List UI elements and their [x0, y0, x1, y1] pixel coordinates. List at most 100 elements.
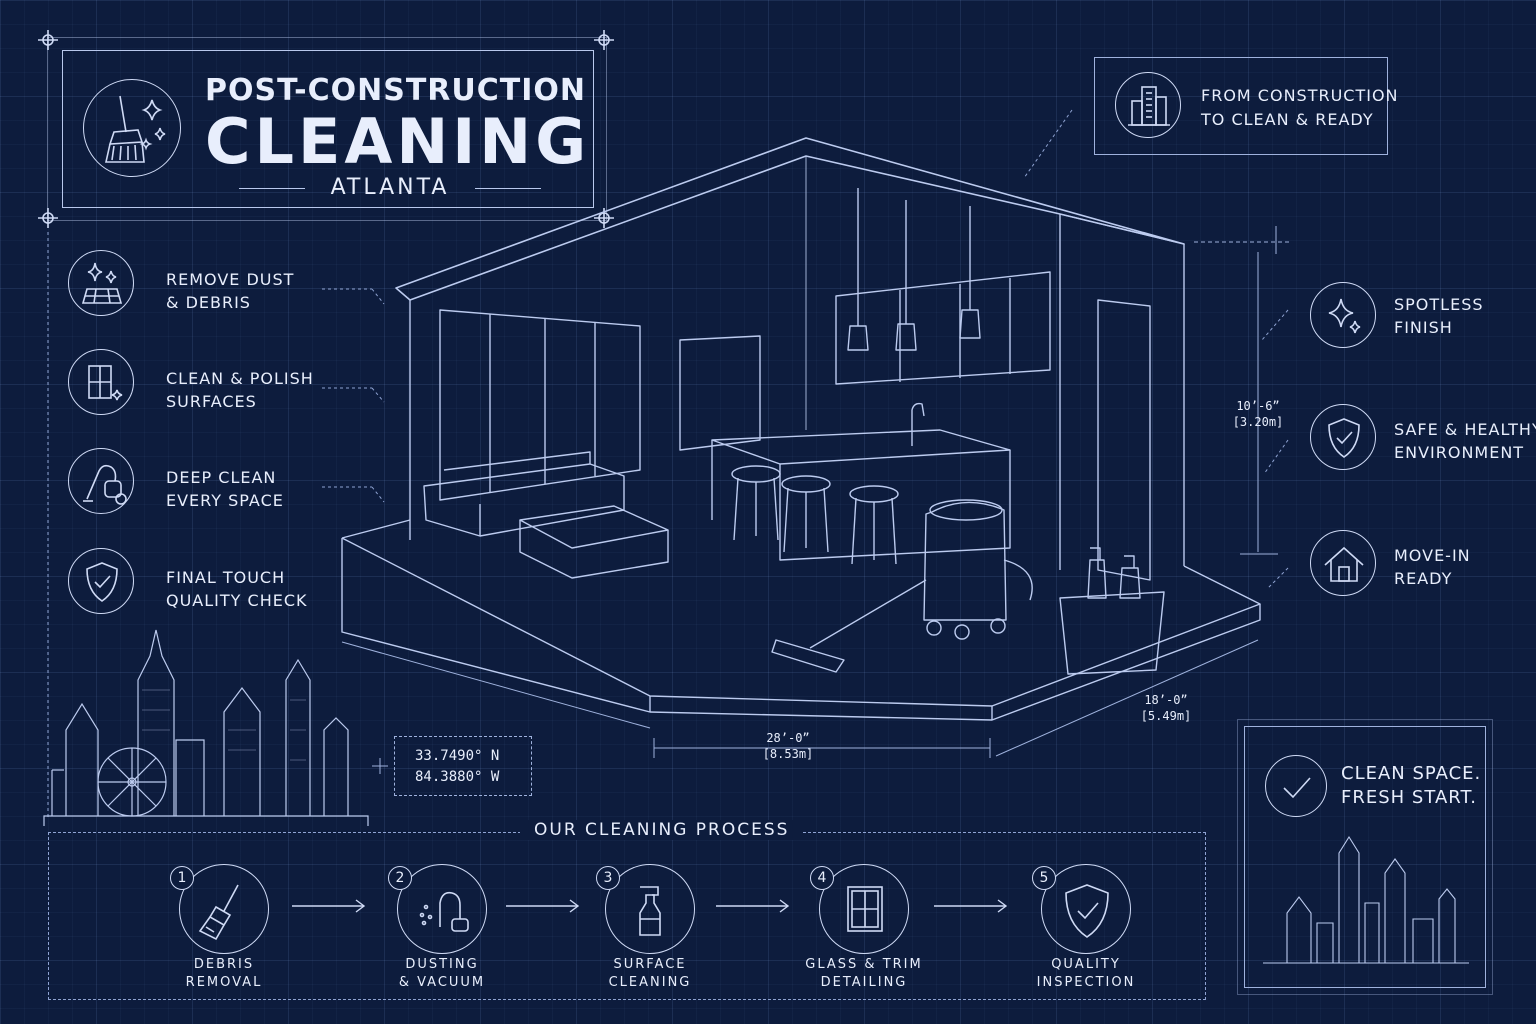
feature-line1: REMOVE DUST — [166, 270, 295, 289]
sparkle-icon — [1328, 298, 1361, 334]
right-frame-lines — [1023, 109, 1289, 589]
step-icon-circle — [179, 864, 269, 954]
building-icon — [1128, 86, 1170, 126]
process-step-2: 2 DUSTING & VACUUM — [352, 864, 532, 994]
fresh-line1: CLEAN SPACE. — [1341, 763, 1482, 784]
building-badge — [1115, 72, 1181, 138]
feature-icon-circle — [1310, 530, 1376, 596]
shield-check-icon — [86, 562, 118, 602]
step-label-line2: DETAILING — [820, 975, 908, 990]
feature-line2: FINISH — [1394, 318, 1453, 337]
width-m: [8.53m] — [762, 747, 814, 761]
step-number: 1 — [170, 866, 194, 890]
feature-line2: QUALITY CHECK — [166, 591, 308, 610]
feature-line1: SPOTLESS — [1394, 295, 1484, 314]
vacuum-icon — [83, 464, 127, 505]
width-ft: 28’-0” — [766, 731, 810, 745]
feature-icon-circle — [68, 349, 134, 415]
window-polish-icon — [88, 365, 123, 401]
feature-text: SAFE & HEALTHY ENVIRONMENT — [1394, 418, 1536, 464]
process-step-4: 4 GLASS & TRIM DETAILING — [774, 864, 954, 994]
step-icon-circle — [605, 864, 695, 954]
height-dimension: 10’-6” [3.20m] — [1220, 398, 1296, 430]
left-frame-lines — [47, 232, 385, 820]
feature-text: DEEP CLEAN EVERY SPACE — [166, 466, 284, 512]
vacuum-icon — [419, 891, 469, 932]
sparkle-tiles-icon — [81, 262, 123, 304]
feature-line1: FINAL TOUCH — [166, 568, 286, 587]
height-ft: 10’-6” — [1236, 399, 1280, 413]
step-label: DUSTING & VACUUM — [352, 956, 532, 992]
feature-safe-healthy: SAFE & HEALTHY ENVIRONMENT — [1310, 404, 1536, 484]
depth-m: [5.49m] — [1140, 709, 1192, 723]
feature-move-in: MOVE-IN READY — [1310, 530, 1536, 610]
step-icon-circle — [1041, 864, 1131, 954]
shield-check-icon — [1065, 884, 1109, 938]
feature-text: FINAL TOUCH QUALITY CHECK — [166, 566, 308, 612]
step-number: 2 — [388, 866, 412, 890]
broom-icon — [198, 884, 239, 941]
process-step-5: 5 QUALITY INSPECTION — [996, 864, 1176, 994]
tagline-line2: TO CLEAN & READY — [1201, 110, 1374, 129]
feature-text: MOVE-IN READY — [1394, 544, 1471, 590]
feature-icon-circle — [1310, 282, 1376, 348]
feature-icon-circle — [68, 448, 134, 514]
feature-text: CLEAN & POLISH SURFACES — [166, 367, 314, 413]
feature-line1: SAFE & HEALTHY — [1394, 420, 1536, 439]
feature-final-touch: FINAL TOUCH QUALITY CHECK — [68, 548, 388, 628]
step-icon-circle — [819, 864, 909, 954]
step-label: GLASS & TRIM DETAILING — [774, 956, 954, 992]
feature-spotless: SPOTLESS FINISH — [1310, 282, 1536, 362]
longitude: 84.3880° W — [415, 769, 500, 785]
feature-line1: MOVE-IN — [1394, 546, 1471, 565]
feature-line2: READY — [1394, 569, 1453, 588]
step-label-line2: REMOVAL — [185, 975, 263, 990]
feature-icon-circle — [68, 548, 134, 614]
step-number: 5 — [1032, 866, 1056, 890]
process-step-1: 1 DEBRIS REMOVAL — [134, 864, 314, 994]
feature-clean-polish: CLEAN & POLISH SURFACES — [68, 349, 388, 429]
step-icon-circle — [397, 864, 487, 954]
width-dimension: 28’-0” [8.53m] — [750, 730, 826, 762]
feature-remove-dust: REMOVE DUST & DEBRIS — [68, 250, 388, 330]
feature-line1: DEEP CLEAN — [166, 468, 277, 487]
feature-line2: & DEBRIS — [166, 293, 251, 312]
feature-icon-circle — [1310, 404, 1376, 470]
feature-line2: SURFACES — [166, 392, 257, 411]
step-label: DEBRIS REMOVAL — [134, 956, 314, 992]
step-label-line1: DUSTING — [405, 957, 479, 972]
step-label-line2: & VACUUM — [398, 975, 486, 990]
window-icon — [847, 886, 883, 932]
step-number: 4 — [810, 866, 834, 890]
feature-line1: CLEAN & POLISH — [166, 369, 314, 388]
process-title: OUR CLEANING PROCESS — [520, 820, 804, 840]
fresh-line2: FRESH START. — [1341, 787, 1478, 808]
height-m: [3.20m] — [1232, 415, 1284, 429]
house-icon — [1324, 546, 1364, 582]
step-number: 3 — [596, 866, 620, 890]
feature-text: REMOVE DUST & DEBRIS — [166, 268, 294, 314]
step-label-line1: DEBRIS — [193, 957, 255, 972]
check-icon — [1283, 777, 1311, 799]
latitude: 33.7490° N — [415, 748, 500, 764]
step-label-line2: CLEANING — [608, 975, 692, 990]
step-label: QUALITY INSPECTION — [996, 956, 1176, 992]
shield-check-icon — [1328, 418, 1360, 458]
feature-line2: EVERY SPACE — [166, 491, 284, 510]
feature-deep-clean: DEEP CLEAN EVERY SPACE — [68, 448, 388, 528]
mini-skyline — [1263, 835, 1469, 964]
step-label-line1: GLASS & TRIM — [805, 957, 923, 972]
spray-bottle-icon — [639, 886, 661, 936]
step-label-line1: SURFACE — [613, 957, 687, 972]
feature-text: SPOTLESS FINISH — [1394, 293, 1484, 339]
atlanta-skyline — [43, 629, 369, 826]
title-panel: POST-CONSTRUCTION CLEANING ATLANTA — [47, 37, 607, 221]
process-step-3: 3 SURFACE CLEANING — [560, 864, 740, 994]
coordinates-box: 33.7490° N 84.3880° W — [394, 736, 532, 796]
feature-line2: ENVIRONMENT — [1394, 443, 1525, 462]
step-label-line1: QUALITY — [1051, 957, 1121, 972]
title-corner-marks — [38, 30, 614, 228]
tagline-line1: FROM CONSTRUCTION — [1201, 86, 1399, 105]
